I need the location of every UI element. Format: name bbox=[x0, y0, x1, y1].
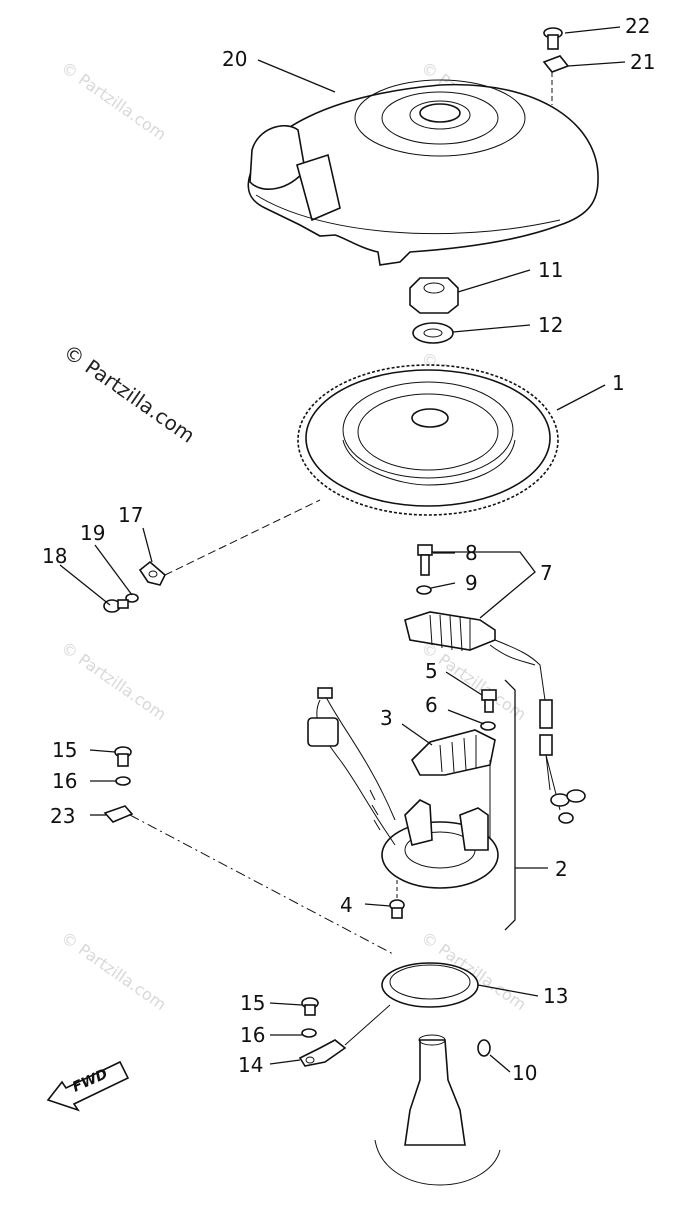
clip-23 bbox=[103, 805, 134, 823]
clamp-14 bbox=[298, 1039, 347, 1067]
callout-19: 19 bbox=[80, 521, 105, 545]
bolt-22 bbox=[543, 27, 563, 50]
callout-4: 4 bbox=[340, 893, 353, 917]
callout-12: 12 bbox=[538, 313, 563, 337]
leader-lines bbox=[59, 26, 626, 1073]
callout-6: 6 bbox=[425, 693, 438, 717]
fwd-arrow-icon: FWD bbox=[46, 1060, 130, 1112]
washer-16-lower bbox=[301, 1028, 317, 1038]
callout-16-lower: 16 bbox=[240, 1023, 265, 1047]
bolt-8 bbox=[417, 544, 433, 576]
watermark: © Partzilla.com bbox=[58, 58, 170, 144]
callout-13: 13 bbox=[543, 984, 568, 1008]
charge-coil-7 bbox=[404, 611, 586, 824]
bracket-line-7 bbox=[432, 551, 536, 619]
callout-8: 8 bbox=[465, 541, 478, 565]
callout-15-lower: 15 bbox=[240, 991, 265, 1015]
bracket-line-2 bbox=[504, 679, 516, 931]
callout-5: 5 bbox=[425, 659, 438, 683]
watermark: © Partzilla.com bbox=[58, 928, 170, 1014]
washer-9 bbox=[416, 585, 432, 595]
nut-11 bbox=[409, 277, 459, 314]
washer-21 bbox=[542, 55, 570, 73]
callout-14: 14 bbox=[238, 1053, 263, 1077]
callout-21: 21 bbox=[630, 50, 655, 74]
bolt-15-upper bbox=[114, 746, 132, 767]
callout-9: 9 bbox=[465, 571, 478, 595]
bracket-17 bbox=[138, 560, 166, 586]
flywheel bbox=[297, 364, 559, 516]
stator-base-2 bbox=[307, 687, 499, 889]
bolt-18 bbox=[103, 599, 129, 613]
callout-18: 18 bbox=[42, 544, 67, 568]
callouts: 20 22 21 11 12 1 17 19 18 8 9 7 5 6 3 2 … bbox=[42, 14, 655, 1085]
callout-15-upper: 15 bbox=[52, 738, 77, 762]
watermark-main: © Partzilla.com bbox=[59, 339, 199, 447]
bolt-15-lower bbox=[301, 997, 319, 1016]
callout-10: 10 bbox=[512, 1061, 537, 1085]
screw-4 bbox=[389, 899, 405, 919]
ring-13 bbox=[381, 962, 479, 1008]
washer-16-upper bbox=[115, 776, 131, 786]
callout-11: 11 bbox=[538, 258, 563, 282]
callout-1: 1 bbox=[612, 371, 625, 395]
callout-17: 17 bbox=[118, 503, 143, 527]
washer-6 bbox=[480, 721, 496, 731]
callout-7: 7 bbox=[540, 561, 553, 585]
washer-12 bbox=[412, 322, 454, 344]
key-10 bbox=[477, 1039, 491, 1057]
watermark: © Partzilla.com bbox=[58, 638, 170, 724]
callout-2: 2 bbox=[555, 857, 568, 881]
crankshaft bbox=[374, 1034, 501, 1186]
callout-3: 3 bbox=[380, 706, 393, 730]
flywheel-cover bbox=[247, 79, 599, 266]
callout-20: 20 bbox=[222, 47, 247, 71]
callout-23: 23 bbox=[50, 804, 75, 828]
callout-22: 22 bbox=[625, 14, 650, 38]
pulser-coil-3 bbox=[411, 729, 496, 860]
callout-16-upper: 16 bbox=[52, 769, 77, 793]
